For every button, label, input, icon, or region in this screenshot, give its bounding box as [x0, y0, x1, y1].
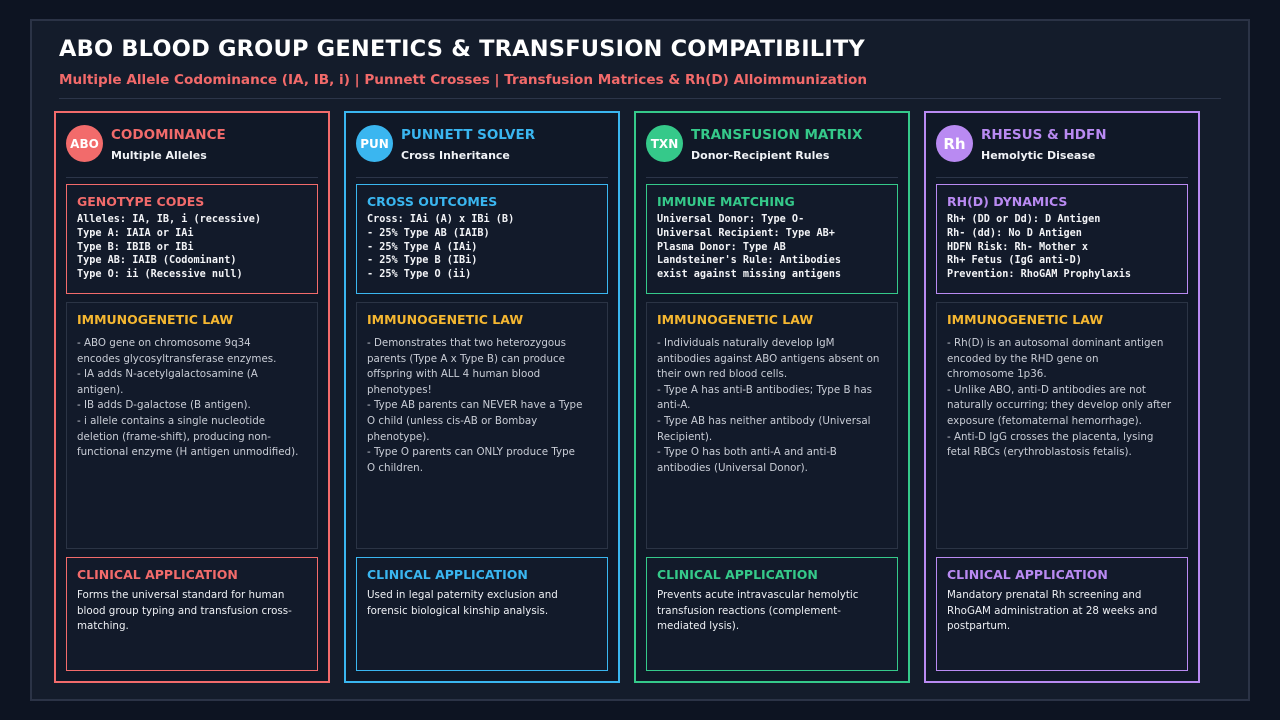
panel-codominance: ABO CODOMINANCE Multiple Alleles GENOTYP… — [54, 111, 330, 683]
box-heading: IMMUNOGENETIC LAW — [77, 312, 234, 327]
pun-badge-icon: PUN — [356, 125, 393, 162]
box-code-text: Cross: IAi (A) x IBi (B) - 25% Type AB (… — [367, 214, 515, 281]
panel-punnett-solver: PUN PUNNETT SOLVER Cross Inheritance CRO… — [344, 111, 620, 683]
cross-outcomes-box: CROSS OUTCOMES Cross: IAi (A) x IBi (B) … — [356, 184, 608, 294]
immunogenetic-law-box: IMMUNOGENETIC LAW - ABO gene on chromoso… — [66, 302, 318, 549]
box-body-text: Used in legal paternity exclusion and fo… — [367, 589, 558, 617]
box-code-text: Rh+ (DD or Dd): D Antigen Rh- (dd): No D… — [947, 214, 1132, 281]
box-body-text: Forms the universal standard for human b… — [77, 589, 292, 633]
box-heading: IMMUNOGENETIC LAW — [947, 312, 1104, 327]
box-heading: IMMUNOGENETIC LAW — [657, 312, 814, 327]
box-heading: CLINICAL APPLICATION — [367, 567, 528, 582]
clinical-application-box: CLINICAL APPLICATION Mandatory prenatal … — [936, 557, 1188, 671]
abo-badge-icon: ABO — [66, 125, 103, 162]
immunogenetic-law-box: IMMUNOGENETIC LAW - Individuals naturall… — [646, 302, 898, 549]
page-title: ABO BLOOD GROUP GENETICS & TRANSFUSION C… — [59, 36, 865, 62]
box-code-text: Universal Donor: Type O- Universal Recip… — [657, 214, 842, 281]
txn-badge-icon: TXN — [646, 125, 683, 162]
box-body-text: - Individuals naturally develop IgM anti… — [657, 337, 880, 474]
panel-title: PUNNETT SOLVER — [401, 127, 536, 143]
panel-subtitle: Donor-Recipient Rules — [691, 149, 830, 162]
panel-transfusion-matrix: TXN TRANSFUSION MATRIX Donor-Recipient R… — [634, 111, 910, 683]
box-heading: CLINICAL APPLICATION — [947, 567, 1108, 582]
panel-subtitle: Hemolytic Disease — [981, 149, 1096, 162]
box-heading: CLINICAL APPLICATION — [657, 567, 818, 582]
panel-divider — [66, 177, 318, 178]
panel-title: RHESUS & HDFN — [981, 127, 1107, 143]
page-subtitle: Multiple Allele Codominance (IA, IB, i) … — [59, 72, 868, 88]
rh-badge-icon: Rh — [936, 125, 973, 162]
clinical-application-box: CLINICAL APPLICATION Forms the universal… — [66, 557, 318, 671]
box-heading: IMMUNOGENETIC LAW — [367, 312, 524, 327]
genotype-codes-box: GENOTYPE CODES Alleles: IA, IB, i (reces… — [66, 184, 318, 294]
immune-matching-box: IMMUNE MATCHING Universal Donor: Type O-… — [646, 184, 898, 294]
box-heading: GENOTYPE CODES — [77, 194, 205, 209]
box-heading: IMMUNE MATCHING — [657, 194, 795, 209]
header-divider — [59, 98, 1221, 99]
rhd-dynamics-box: RH(D) DYNAMICS Rh+ (DD or Dd): D Antigen… — [936, 184, 1188, 294]
panel-subtitle: Multiple Alleles — [111, 149, 207, 162]
panel-divider — [356, 177, 608, 178]
box-heading: CROSS OUTCOMES — [367, 194, 498, 209]
immunogenetic-law-box: IMMUNOGENETIC LAW - Rh(D) is an autosoma… — [936, 302, 1188, 549]
box-body-text: - ABO gene on chromosome 9q34 encodes gl… — [77, 337, 299, 459]
box-code-text: Alleles: IA, IB, i (recessive) Type A: I… — [77, 214, 262, 281]
panel-title: CODOMINANCE — [111, 127, 226, 143]
box-body-text: Prevents acute intravascular hemolytic t… — [657, 589, 859, 633]
immunogenetic-law-box: IMMUNOGENETIC LAW - Demonstrates that tw… — [356, 302, 608, 549]
panel-title: TRANSFUSION MATRIX — [691, 127, 863, 143]
panel-subtitle: Cross Inheritance — [401, 149, 510, 162]
clinical-application-box: CLINICAL APPLICATION Used in legal pater… — [356, 557, 608, 671]
panel-rhesus-hdfn: Rh RHESUS & HDFN Hemolytic Disease RH(D)… — [924, 111, 1200, 683]
panel-divider — [646, 177, 898, 178]
box-body-text: - Rh(D) is an autosomal dominant antigen… — [947, 337, 1172, 459]
box-body-text: - Demonstrates that two heterozygous par… — [367, 337, 583, 474]
box-heading: CLINICAL APPLICATION — [77, 567, 238, 582]
box-body-text: Mandatory prenatal Rh screening and RhoG… — [947, 589, 1158, 633]
box-heading: RH(D) DYNAMICS — [947, 194, 1068, 209]
panel-divider — [936, 177, 1188, 178]
clinical-application-box: CLINICAL APPLICATION Prevents acute intr… — [646, 557, 898, 671]
